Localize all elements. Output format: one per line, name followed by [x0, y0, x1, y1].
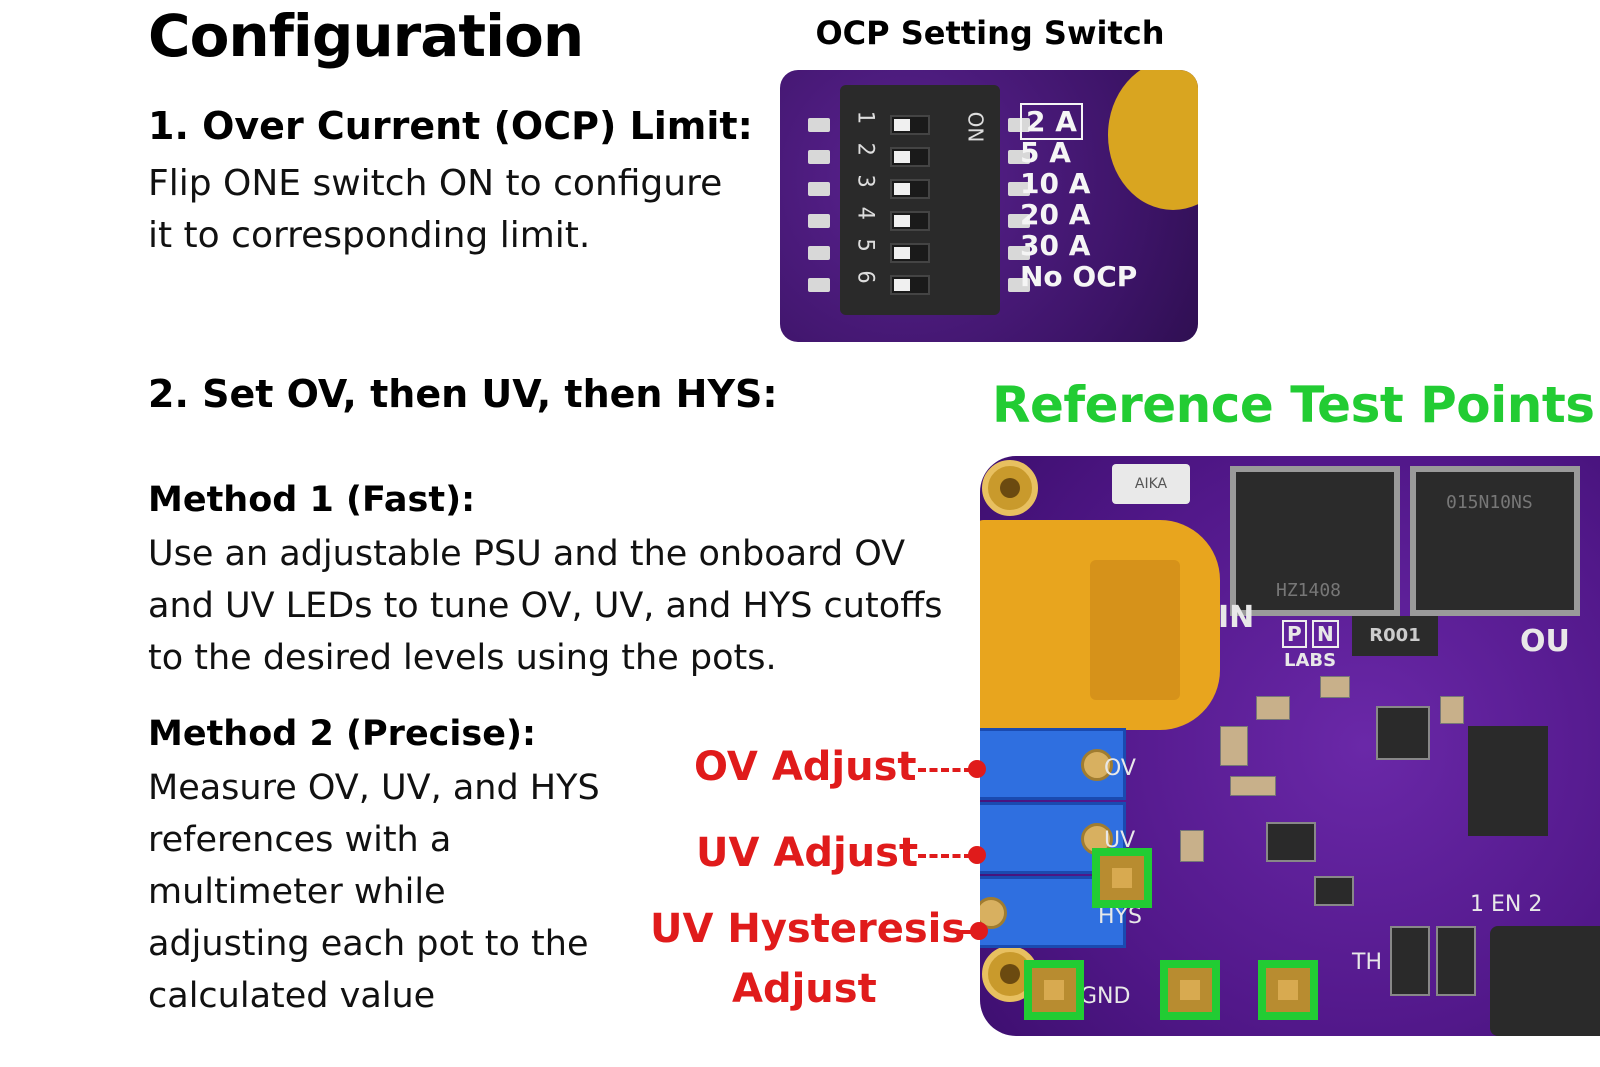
dip-switch-number: 2: [852, 142, 878, 156]
ic-chip: [1436, 926, 1476, 996]
ocp-section-heading: 1. Over Current (OCP) Limit:: [148, 104, 753, 148]
method2-body: Measure OV, UV, and HYS references with …: [148, 768, 600, 1016]
ocp-limit-label: No OCP: [1020, 260, 1138, 293]
mosfet-a: HZ1408: [1230, 466, 1400, 616]
uv-hysteresis-callout: UV Hysteresis: [650, 906, 966, 952]
shunt-resistor: R001: [1352, 616, 1438, 656]
smd-capacitor: [1180, 830, 1204, 862]
silk-th: TH: [1352, 950, 1382, 975]
dip-toggle-6[interactable]: [890, 275, 930, 295]
dip-toggle-1[interactable]: [890, 115, 930, 135]
test-point-hys: [1092, 848, 1152, 908]
uv-hysteresis-leader: [956, 930, 972, 934]
dip-switch-number: 5: [852, 238, 878, 252]
ocp-limit-label: 2 A: [1020, 103, 1083, 140]
dip-pin: [808, 150, 830, 164]
logo-labs: LABS: [1284, 650, 1337, 671]
dip-switch-onboard: [1468, 726, 1548, 836]
terminal-block: [1490, 926, 1600, 1036]
dip-switch: 1 2 3 4 5 6 ON: [840, 85, 1000, 315]
silk-in: IN: [1218, 600, 1255, 635]
dip-pin: [1008, 214, 1030, 228]
smd-capacitor: [1320, 676, 1350, 698]
dip-pin: [1008, 150, 1030, 164]
mosfet-b-label: 015N10NS: [1446, 492, 1533, 513]
smd-capacitor: [1230, 776, 1276, 796]
smd-capacitor: [1220, 726, 1248, 766]
logo-p: P: [1282, 620, 1307, 648]
dip-toggle-4[interactable]: [890, 211, 930, 231]
silk-en: 1 EN 2: [1470, 892, 1543, 917]
ic-chip: [1266, 822, 1316, 862]
dip-pin: [808, 118, 830, 132]
uv-adjust-leader: [918, 854, 972, 858]
uv-adjust-callout: UV Adjust: [696, 830, 919, 876]
smd-capacitor: [1256, 696, 1290, 720]
test-point-ov: [1160, 960, 1220, 1020]
ov-adjust-dot: [968, 760, 986, 778]
dip-pin: [808, 246, 830, 260]
test-point-gnd: [1024, 960, 1084, 1020]
silk-out: OU: [1520, 624, 1570, 659]
reference-test-points-title: Reference Test Points: [992, 376, 1595, 434]
dip-toggle-2[interactable]: [890, 147, 930, 167]
silk-gnd: GND: [1080, 984, 1131, 1009]
uv-hysteresis-dot: [970, 922, 988, 940]
dip-toggle-3[interactable]: [890, 179, 930, 199]
dip-pin: [1008, 182, 1030, 196]
dip-pin: [1008, 118, 1030, 132]
ocp-switch-photo: 1 2 3 4 5 6 ON 2 A 5 A 10 A 20 A 30 A No…: [780, 70, 1198, 342]
mosfet-a-label: HZ1408: [1276, 580, 1342, 601]
dip-switch-number: 4: [852, 206, 878, 220]
dip-pin: [1008, 246, 1030, 260]
ocp-limit-label: 5 A: [1020, 136, 1071, 169]
silk-hys: HYS: [1098, 904, 1142, 929]
ocp-limit-label: 20 A: [1020, 198, 1091, 231]
fuse: AIKA: [1112, 464, 1190, 504]
ic-chip: [1314, 876, 1354, 906]
silk-ov: OV: [1104, 756, 1136, 781]
ocp-photo-caption: OCP Setting Switch: [815, 14, 1165, 52]
uv-hysteresis-callout-line2: Adjust: [732, 966, 877, 1012]
logo-n: N: [1312, 620, 1339, 648]
ic-chip: [1390, 926, 1430, 996]
dip-pin: [1008, 278, 1030, 292]
dip-toggle-5[interactable]: [890, 243, 930, 263]
mosfet-b: 015N10NS: [1410, 466, 1580, 616]
xt60-connector: [980, 520, 1220, 730]
ocp-limit-label: 10 A: [1020, 167, 1091, 200]
ocp-limit-label: 30 A: [1020, 229, 1091, 262]
smd-capacitor: [1440, 696, 1464, 724]
uv-adjust-dot: [968, 846, 986, 864]
dip-pin: [808, 182, 830, 196]
ov-adjust-pot[interactable]: [980, 728, 1126, 800]
test-point-uv: [1258, 960, 1318, 1020]
method1-heading: Method 1 (Fast):: [148, 480, 476, 520]
dip-pin: [808, 214, 830, 228]
ic-chip: [1376, 706, 1430, 760]
page-title: Configuration: [148, 2, 584, 70]
dip-pin: [808, 278, 830, 292]
ov-adjust-callout: OV Adjust: [694, 744, 917, 790]
ov-adjust-leader: [918, 768, 972, 772]
ocp-section-body: Flip ONE switch ON to configure it to co…: [148, 163, 723, 256]
dip-switch-number: 6: [852, 270, 878, 284]
ocp-limit-labels: 2 A 5 A 10 A 20 A 30 A No OCP: [1020, 103, 1138, 293]
pcb-board-photo: AIKA HZ1408 015N10NS IN OU P N LABS R001…: [980, 456, 1600, 1036]
method2-heading: Method 2 (Precise):: [148, 714, 536, 754]
dip-switch-number: 1: [852, 110, 878, 124]
mounting-hole: [982, 460, 1038, 516]
threshold-section-heading: 2. Set OV, then UV, then HYS:: [148, 372, 778, 416]
dip-switch-number: 3: [852, 174, 878, 188]
method1-body: Use an adjustable PSU and the onboard OV…: [148, 534, 943, 678]
dip-on-label: ON: [963, 111, 988, 143]
